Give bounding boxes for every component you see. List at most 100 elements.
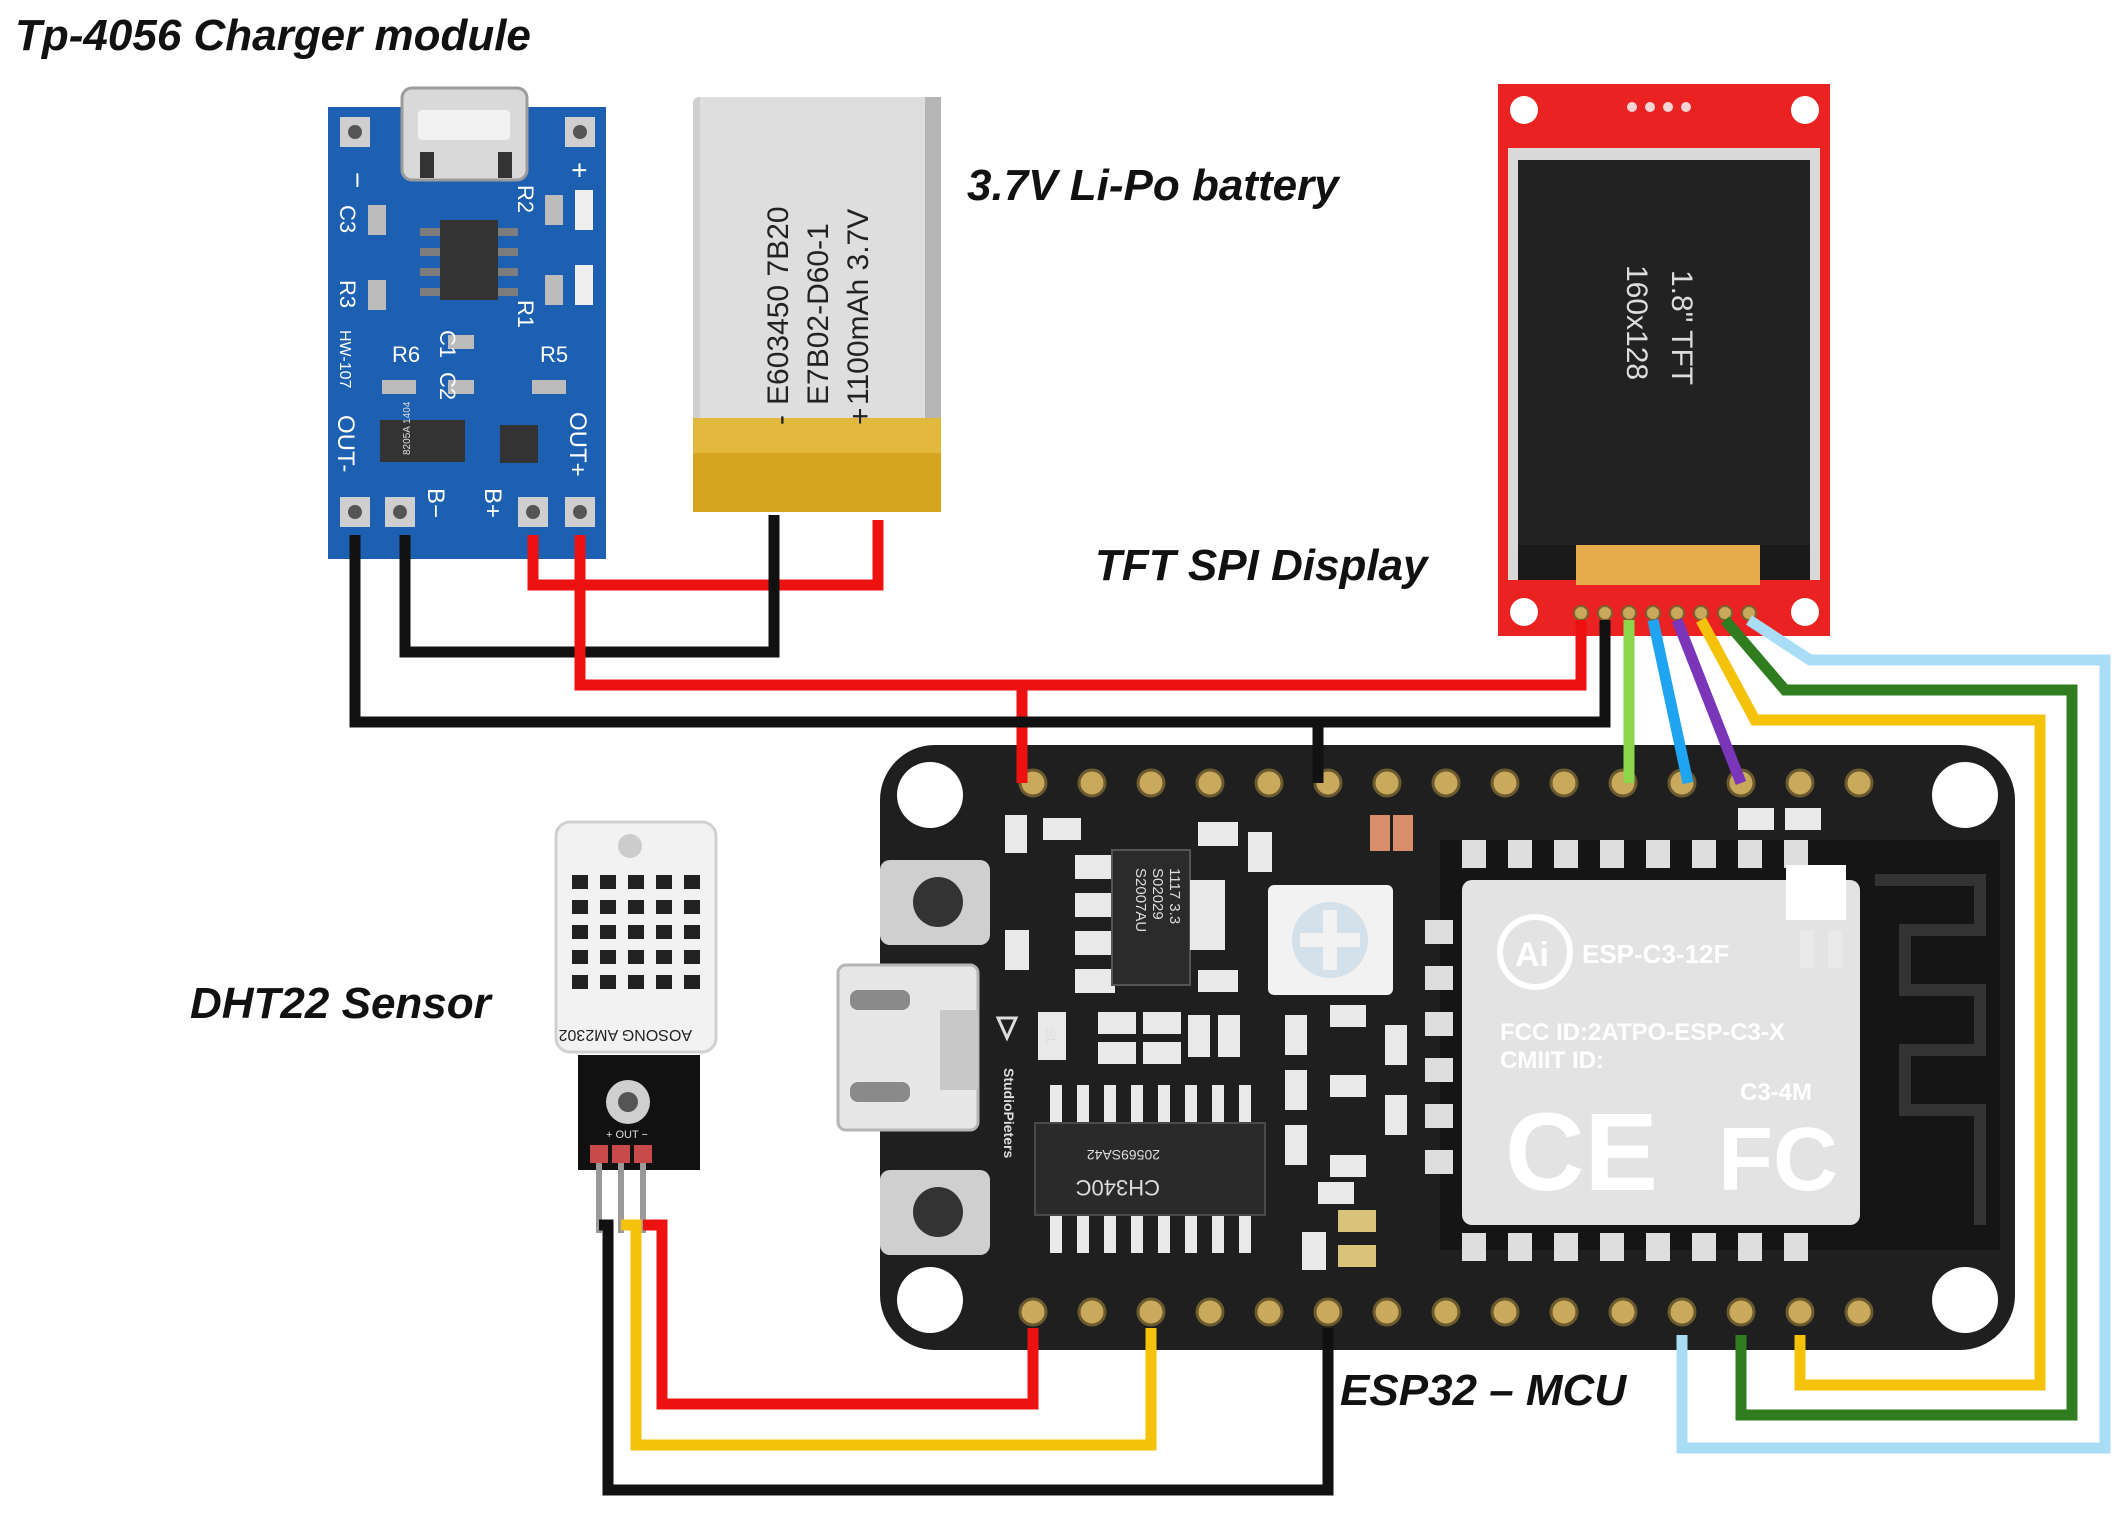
protection-ic [380, 420, 465, 462]
header-pin [1018, 1297, 1048, 1327]
protection-ic-text: 8205A 1404 [402, 401, 413, 455]
header-pin [1136, 1297, 1166, 1327]
header-pin [1254, 1297, 1284, 1327]
silk-b-plus: B+ [479, 488, 506, 518]
silk-model: HW-107 [336, 330, 353, 388]
usb-chip-code: 20569SA42 [1087, 1147, 1160, 1163]
wire-battery-negative [399, 515, 780, 658]
boot-button [880, 860, 990, 945]
header-pin [1313, 1297, 1343, 1327]
silk-minus: − [342, 172, 373, 188]
silk-r6: R6 [392, 342, 420, 367]
battery-line: 1100mAh 3.7V [842, 209, 875, 405]
header-pin [1844, 1297, 1874, 1327]
header-pin [1077, 1297, 1107, 1327]
silk-c1: C1 [435, 330, 460, 358]
dht22-sensor: + OUT − AOSONG AM2302 [554, 820, 718, 1233]
header-pin [1372, 1297, 1402, 1327]
ai-logo [1497, 914, 1573, 990]
module-name: ESP-C3-12F [1582, 939, 1729, 969]
battery-plus: + [844, 407, 877, 425]
usb-chip-name: CH340C [1076, 1175, 1160, 1200]
charger-label: Tp-4056 Charger module [15, 11, 531, 60]
silk-b-minus: B− [422, 488, 449, 518]
silk-r3: R3 [335, 280, 360, 308]
header-pin [1608, 1297, 1638, 1327]
wires [349, 515, 2111, 1496]
header-pin [1549, 1297, 1579, 1327]
wire-tft-purple [1671, 617, 1747, 786]
tft-text: 160x128 [1620, 265, 1653, 380]
battery-line: E7B02-D60-1 [802, 223, 835, 405]
mounting-hole [897, 762, 963, 828]
sensor-label: DHT22 Sensor [190, 979, 494, 1028]
wire-gnd-trunk [349, 535, 1611, 728]
fcc-id: FCC ID:2ATPO-ESP-C3-X [1500, 1019, 1785, 1046]
mcu-top-pins [1018, 768, 1874, 798]
ce-mark: CE [1505, 1091, 1658, 1214]
esp32-board: 1117 3.3 S02029 S2007AU SL [836, 745, 2015, 1350]
wire-sensor-vcc [643, 1219, 1039, 1410]
mounting-hole [1932, 1267, 1998, 1333]
header-pin [1490, 768, 1520, 798]
regulator-chip: 1117 3.3 S02029 S2007AU [1111, 849, 1225, 986]
led-text: SL [1043, 1028, 1059, 1045]
charger-pcb [328, 107, 606, 559]
regulator-text: S2007AU [1132, 868, 1149, 932]
sl-led: SL [1038, 1012, 1066, 1060]
lipo-battery: E603450 7B20 E7B02-D60-1 1100mAh 3.7V - … [693, 97, 941, 512]
silk-plus: + [564, 162, 595, 178]
module-variant: C3-4M [1740, 1079, 1812, 1106]
rgb-led [1268, 885, 1393, 995]
tft-text: 1.8" TFT [1665, 270, 1698, 385]
smd-array [1098, 1005, 1407, 1270]
wire-tft-lightblue [1676, 615, 2111, 1454]
esp-c3-module: Ai ESP-C3-12F FCC ID:2ATPO-ESP-C3-X CMII… [1425, 840, 2000, 1261]
ai-logo-text: Ai [1515, 936, 1549, 974]
charger-ic [440, 220, 498, 300]
silk-r5: R5 [540, 342, 568, 367]
wire-tft-darkgreen [1720, 616, 2078, 1421]
mounting-hole [897, 1267, 963, 1333]
module-shield [1462, 880, 1860, 1225]
silk-r2: R2 [513, 185, 538, 213]
mcu-label: ESP32 – MCU [1340, 1366, 1627, 1415]
header-pin [1136, 768, 1166, 798]
silk-out-plus: OUT+ [564, 412, 591, 477]
wire-sensor-gnd [599, 1219, 1334, 1496]
board-brand: StudioPieters [1001, 1068, 1017, 1158]
antenna-trace [1875, 874, 1986, 1225]
usb-uart-chip: CH340C 20569SA42 [1034, 1085, 1266, 1253]
usb-port [836, 963, 980, 1132]
header-pin [1195, 1297, 1225, 1327]
header-pin [1785, 1297, 1815, 1327]
wire-battery-positive [527, 520, 884, 591]
battery-line: E603450 7B20 [762, 206, 795, 405]
wire-tft-blue [1647, 618, 1694, 785]
wire-vcc-trunk [574, 535, 1587, 691]
header-pin [1549, 768, 1579, 798]
display-label: TFT SPI Display [1095, 541, 1430, 590]
silk-out-minus: OUT- [332, 415, 359, 472]
header-pin [1431, 1297, 1461, 1327]
tft-display: 1.8" TFT 160x128 [1498, 84, 1830, 636]
header-pin [1254, 768, 1284, 798]
silk-c3: C3 [335, 205, 360, 233]
wire-sensor-data [621, 1219, 1157, 1451]
header-pin [1195, 768, 1225, 798]
silk-c2: C2 [435, 372, 460, 400]
header-pin [1785, 768, 1815, 798]
header-pin [1844, 768, 1874, 798]
header-pin [1667, 1297, 1697, 1327]
mounting-hole [1932, 762, 1998, 828]
header-pin [1077, 768, 1107, 798]
fc-mark: FC [1718, 1110, 1838, 1210]
arrow-mark [995, 1016, 1019, 1042]
cmiit-id: CMIIT ID: [1500, 1047, 1604, 1074]
sensor-pins: + OUT − [606, 1129, 648, 1141]
smd-parts [1005, 808, 1821, 993]
wire-tft-yellow [1696, 617, 2046, 1391]
header-pin [1490, 1297, 1520, 1327]
battery-minus: - [764, 415, 797, 425]
